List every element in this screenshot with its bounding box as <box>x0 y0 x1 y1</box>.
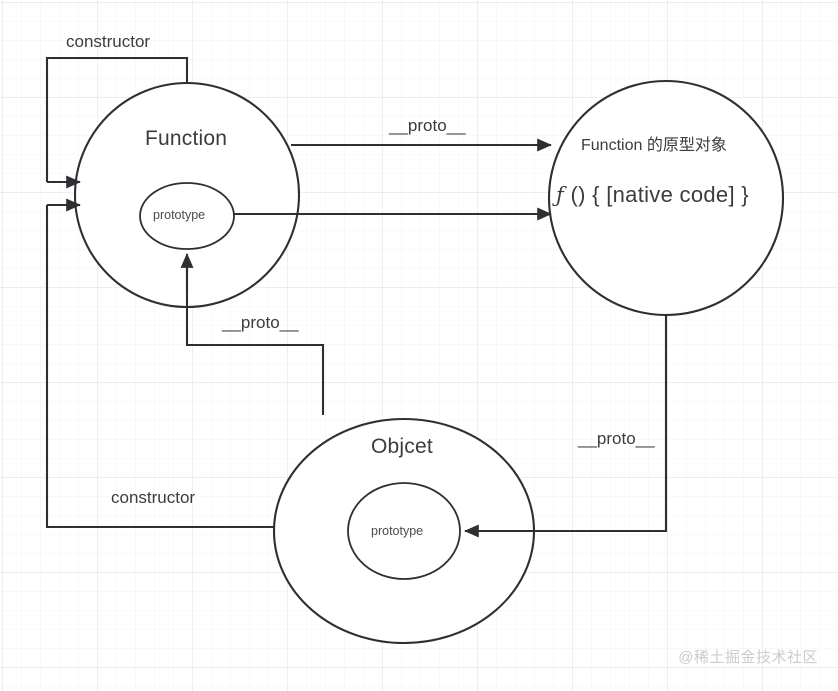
edge-object-proto-to-function-prototype <box>185 262 325 415</box>
object-prototype-inner-ellipse <box>347 482 461 580</box>
edge-constructor-top <box>45 56 189 182</box>
edge-proto-to-object-prototype <box>485 315 668 533</box>
function-prototype-object-node-circle <box>547 79 785 317</box>
function-prototype-inner-ellipse <box>139 182 235 250</box>
edge-constructor-bottom <box>45 205 275 529</box>
